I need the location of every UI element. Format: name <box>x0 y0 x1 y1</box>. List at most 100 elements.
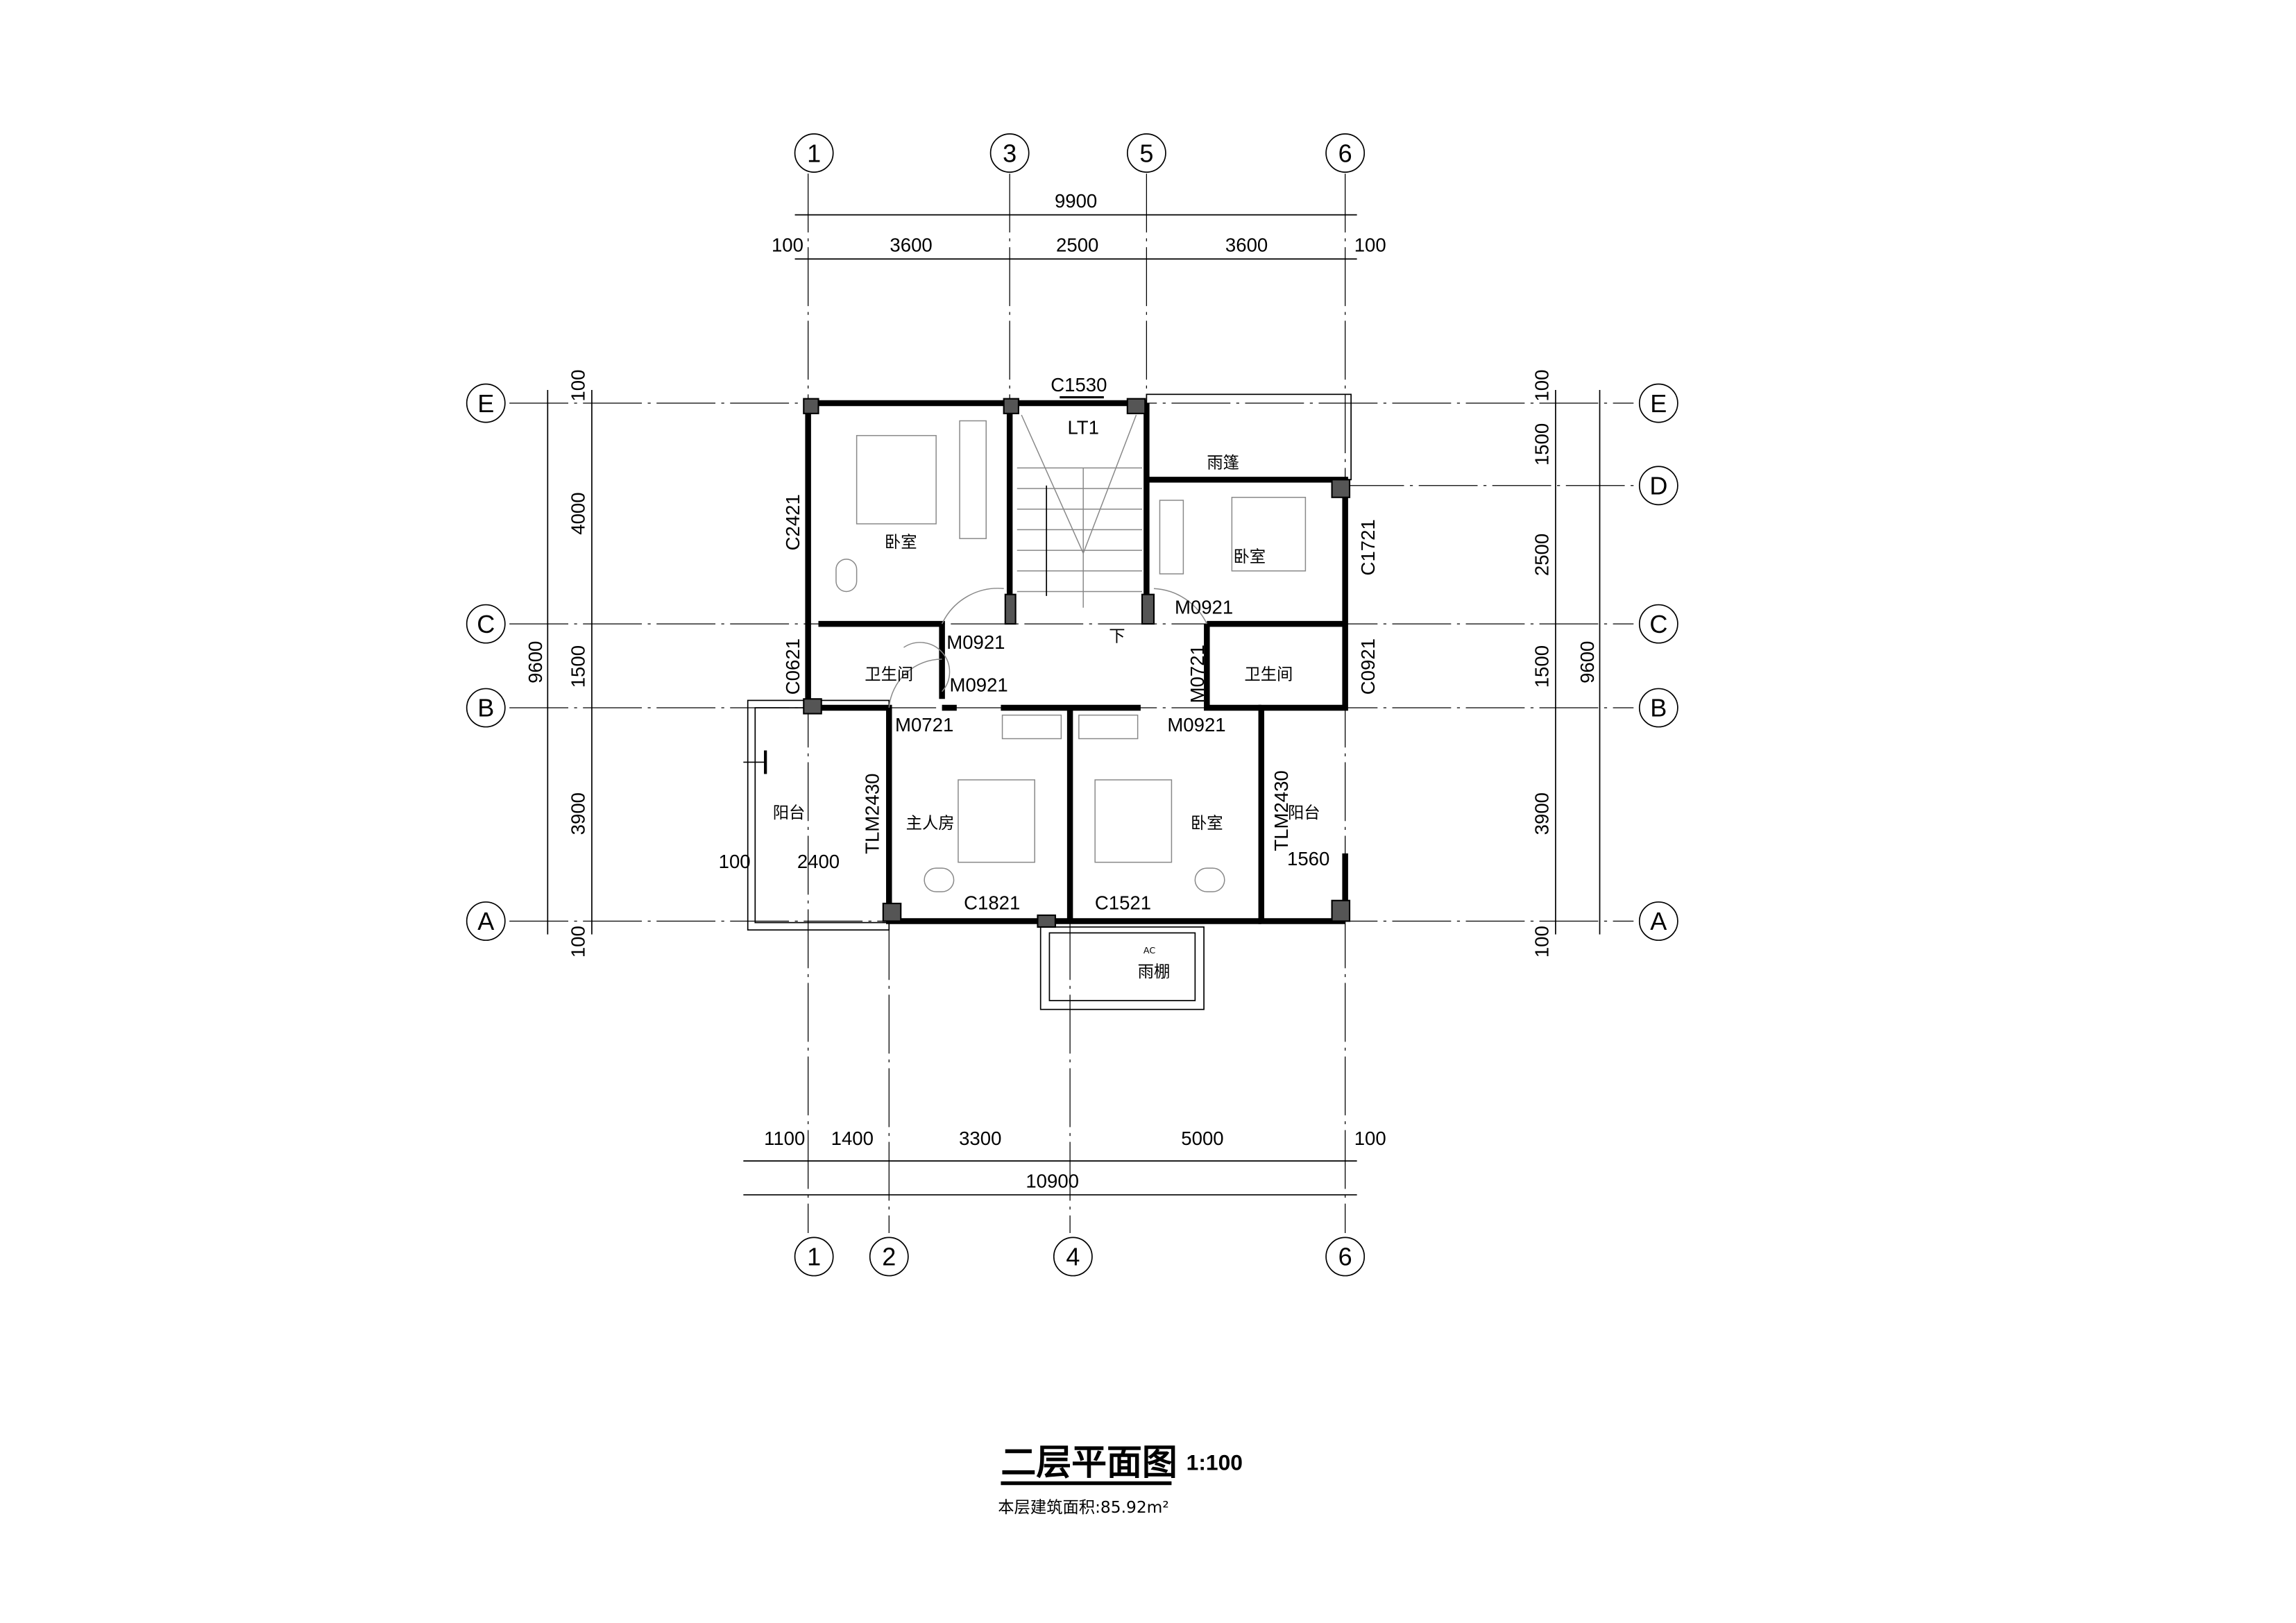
dims-balcony_2400-label: 2400 <box>797 851 840 872</box>
openings-c1521-label: C1521 <box>1095 892 1151 914</box>
axis-bubble-top-5: 5 <box>1126 133 1166 173</box>
axis-bubble-left-E: E <box>466 383 506 423</box>
drawing-title-block: 二层平面图 1:100 本层建筑面积:85.92m² <box>998 1443 1243 1517</box>
dims-top-4-label: 100 <box>1354 235 1386 256</box>
openings-tlm2430_b-label: TLM2430 <box>1270 770 1292 851</box>
openings-c1821-label: C1821 <box>964 892 1020 914</box>
dims-top-1-label: 3600 <box>890 235 932 256</box>
floor-area-note: 本层建筑面积:85.92m² <box>998 1498 1169 1517</box>
axis-bubble-right-E: E <box>1638 383 1678 423</box>
drawing-title: 二层平面图 <box>1001 1443 1177 1484</box>
dims-bottom_total-label: 10900 <box>1026 1170 1079 1191</box>
axes-right-4-label: A <box>1650 907 1667 935</box>
axes-bottom-0-label: 1 <box>807 1243 821 1271</box>
axis-bubble-right-A: A <box>1638 901 1678 941</box>
dims-right-3-label: 1500 <box>1531 645 1552 688</box>
axis-bubble-bottom-4: 4 <box>1053 1237 1093 1277</box>
axis-bubble-top-3: 3 <box>989 133 1030 173</box>
opening-labels: C1530 C2421 C1721 C0621 C0921 M0921 M092… <box>782 374 1379 913</box>
openings-m0921_b-label: M0921 <box>950 674 1008 696</box>
dimension-lines <box>547 214 1601 1196</box>
dims-left-1-label: 4000 <box>567 492 588 534</box>
furniture <box>835 420 1307 892</box>
axis-bubble-bottom-2: 2 <box>869 1237 909 1277</box>
axes-bottom-2-label: 4 <box>1066 1243 1080 1271</box>
dims-right-2-label: 2500 <box>1531 534 1552 576</box>
axis-bubble-right-D: D <box>1638 466 1678 506</box>
dims-bottom-1-label: 1400 <box>831 1128 874 1149</box>
axis-bubble-right-B: B <box>1638 688 1678 728</box>
staircase <box>1017 414 1143 608</box>
axes-bottom-1-label: 2 <box>882 1243 896 1271</box>
dims-top_total-label: 9900 <box>1055 190 1097 212</box>
axis-bubble-left-B: B <box>466 688 506 728</box>
axis-bubble-bottom-6: 6 <box>1325 1237 1366 1277</box>
room-label: 卫生间 <box>865 665 913 684</box>
axis-bubble-right-C: C <box>1638 604 1678 644</box>
axes-left-3-label: A <box>477 907 494 935</box>
room-label: 主人房 <box>906 814 955 833</box>
axis-bubble-top-6: 6 <box>1325 133 1366 173</box>
stair-label: LT1 <box>1067 417 1098 439</box>
dims-right-1-label: 1500 <box>1531 423 1552 466</box>
dims-balcony_100-label: 100 <box>719 851 751 872</box>
axes-left-1-label: C <box>477 610 495 638</box>
axis-bubble-bottom-1: 1 <box>794 1237 834 1277</box>
axis-bubble-top-1: 1 <box>794 133 834 173</box>
room-label: 卧室 <box>1233 547 1266 566</box>
axes-left-0-label: E <box>477 389 494 418</box>
axes-top-0-label: 1 <box>807 139 821 167</box>
axes-top-1-label: 3 <box>1003 139 1017 167</box>
dims-left-0-label: 100 <box>567 370 588 402</box>
dims-bottom-2-label: 3300 <box>959 1128 1001 1149</box>
axis-bubbles: 1 3 5 6 1 2 4 6 E C B A E D C B A <box>466 133 1678 1277</box>
axes-right-1-label: D <box>1649 472 1667 500</box>
room-label: 卧室 <box>885 533 917 552</box>
axes-right-3-label: B <box>1650 694 1667 722</box>
dims-top-2-label: 2500 <box>1056 235 1098 256</box>
drawing-scale: 1:100 <box>1187 1450 1243 1475</box>
axes-bottom-3-label: 6 <box>1338 1243 1352 1271</box>
openings-c1530-label: C1530 <box>1051 374 1107 396</box>
dims-right-5-label: 100 <box>1531 926 1552 958</box>
rooms-ac-label: AC <box>1143 945 1155 955</box>
axes-top-3-label: 6 <box>1338 139 1352 167</box>
dims-bottom-3-label: 5000 <box>1181 1128 1223 1149</box>
room-label: 阳台 <box>1288 804 1320 822</box>
openings-c1721-label: C1721 <box>1357 519 1379 575</box>
openings-m0721_a-label: M0721 <box>895 714 953 736</box>
room-label: 卧室 <box>1191 814 1223 833</box>
stair-down-label: 下 <box>1109 627 1125 646</box>
axis-bubble-left-C: C <box>466 604 506 644</box>
walls <box>805 396 1348 924</box>
dims-top-3-label: 3600 <box>1225 235 1268 256</box>
room-label: 阳台 <box>773 804 806 822</box>
dims-left-4-label: 100 <box>567 926 588 958</box>
dims-balcony_1560-label: 1560 <box>1287 848 1329 869</box>
room-label: 卫生间 <box>1244 665 1293 684</box>
columns <box>803 398 1351 928</box>
openings-m0921_a-label: M0921 <box>946 631 1005 653</box>
room-labels: 卧室 卧室 卫生间 卫生间 主人房 卧室 阳台 阳台 雨篷 雨棚 LT1 下 A… <box>773 417 1320 981</box>
openings-tlm2430_a-label: TLM2430 <box>861 773 883 853</box>
axes-top-2-label: 5 <box>1139 139 1153 167</box>
openings-c0621-label: C0621 <box>782 638 803 695</box>
openings-m0921_d-label: M0921 <box>1167 714 1225 736</box>
axes-left-2-label: B <box>477 694 494 722</box>
room-label: 雨棚 <box>1138 962 1171 981</box>
dims-left_total-label: 9600 <box>525 641 546 683</box>
dims-bottom-4-label: 100 <box>1354 1128 1386 1149</box>
dims-top-0-label: 100 <box>772 235 803 256</box>
axes-right-0-label: E <box>1650 389 1667 418</box>
dims-left-3-label: 3900 <box>567 792 588 835</box>
axis-grid-lines <box>509 173 1634 1234</box>
openings-m0721_b-label: M0721 <box>1187 645 1208 703</box>
openings-c2421-label: C2421 <box>782 494 803 550</box>
axes-right-2-label: C <box>1649 610 1667 638</box>
openings-m0921_c-label: M0921 <box>1175 596 1233 618</box>
dims-left-2-label: 1500 <box>567 645 588 688</box>
dimension-labels: 9900 100 3600 2500 3600 100 1100 1400 33… <box>525 190 1598 1191</box>
room-label: 雨篷 <box>1207 453 1239 472</box>
dims-right-4-label: 3900 <box>1531 792 1552 835</box>
